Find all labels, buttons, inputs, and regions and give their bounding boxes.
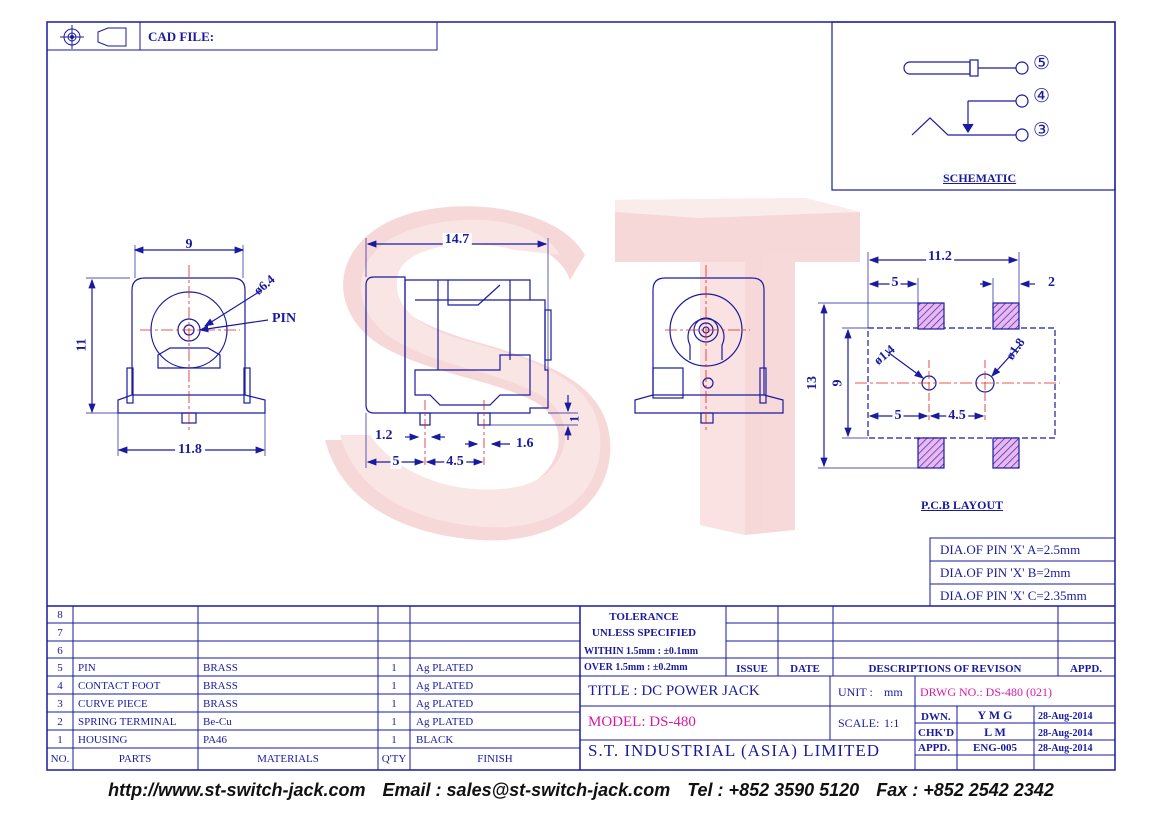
pcb-right-offset: 2 (1048, 275, 1055, 290)
front-width-bottom: 11.8 (175, 443, 205, 457)
pcb-left-offset: 5 (889, 275, 901, 290)
bom-cell-finish: Ag PLATED (416, 662, 474, 674)
sheet-border (46, 21, 1116, 771)
unit-value: mm (884, 685, 903, 699)
revision-desc: DESCRIPTIONS OF REVISON (868, 663, 1022, 675)
pin-dia-a: DIA.OF PIN 'X' A=2.5mm (940, 542, 1081, 557)
bom-cell-no: 8 (57, 609, 63, 621)
company-name: S.T. INDUSTRIAL (ASIA) LIMITED (588, 741, 881, 760)
unit-label: UNIT : (838, 685, 873, 699)
bom-header-finish: FINISH (477, 753, 513, 765)
bom-header-qty: Q'TY (381, 753, 407, 765)
pcb-spacing2: 4.5 (946, 408, 968, 423)
rear-view (634, 265, 784, 430)
side-standoff: 1 (566, 415, 582, 423)
bom-cell-no: 7 (57, 627, 63, 639)
scale-label: SCALE: (838, 716, 880, 730)
pcb-label: P.C.B LAYOUT (921, 498, 1004, 512)
bom-cell-no: 3 (57, 698, 63, 710)
side-pin-width: 1.2 (375, 428, 393, 443)
bom-cell-part: PIN (78, 662, 96, 674)
footer-contact: http://www.st-switch-jack.com Email : sa… (0, 780, 1162, 801)
schematic-pin-5: ⑤ (1033, 53, 1051, 74)
side-length: 14.7 (442, 232, 472, 247)
appd-date: 28-Aug-2014 (1038, 743, 1093, 754)
bom-cell-finish: Ag PLATED (416, 698, 474, 710)
bom-cell-qty: 1 (391, 716, 397, 728)
footer-fax: Fax : +852 2542 2342 (876, 780, 1054, 800)
pcb-width: 11.2 (926, 249, 954, 264)
dwn-label: DWN. (921, 711, 951, 723)
bom-header-no: NO. (50, 753, 70, 765)
appd-value: ENG-005 (973, 742, 1017, 754)
bom-cell-no: 4 (57, 680, 63, 692)
chk-label: CHK'D (918, 727, 955, 739)
bom-cell-qty: 1 (391, 662, 397, 674)
title-text: TITLE : DC POWER JACK (588, 683, 760, 699)
bom-cell-part: CONTACT FOOT (78, 680, 161, 692)
footer-tel: Tel : +852 3590 5120 (687, 780, 860, 800)
bom-cell-part: HOUSING (78, 734, 128, 746)
bom-cell-material: BRASS (203, 662, 238, 674)
model-text: MODEL: DS-480 (588, 714, 696, 730)
bom-cell-finish: Ag PLATED (416, 716, 474, 728)
footer-web-link[interactable]: http://www.st-switch-jack.com (108, 780, 366, 800)
tolerance-line1: WITHIN 1.5mm : ±0.1mm (584, 646, 699, 657)
tolerance-line2: OVER 1.5mm : ±0.2mm (584, 662, 688, 673)
bom-header-parts: PARTS (118, 753, 152, 765)
side-pos2: 4.5 (444, 454, 466, 469)
bom-cell-qty: 1 (391, 698, 397, 710)
side-pos1: 5 (390, 454, 402, 469)
dwn-date: 28-Aug-2014 (1038, 711, 1093, 722)
pin-dia-b: DIA.OF PIN 'X' B=2mm (940, 565, 1071, 580)
tolerance-title: TOLERANCE (609, 611, 679, 623)
bom-cell-qty: 1 (391, 734, 397, 746)
bom-cell-material: BRASS (203, 698, 238, 710)
bom-cell-no: 6 (57, 645, 63, 657)
tolerance-subtitle: UNLESS SPECIFIED (591, 627, 697, 639)
bom-cell-qty: 1 (391, 680, 397, 692)
chk-value: L M (984, 725, 1006, 739)
schematic-pin-4: ④ (1033, 86, 1051, 107)
revision-date: DATE (790, 663, 820, 675)
chk-date: 28-Aug-2014 (1038, 728, 1093, 739)
bom-cell-part: CURVE PIECE (78, 698, 148, 710)
revision-issue: ISSUE (736, 663, 768, 675)
bom-table-lines (47, 605, 1115, 770)
cad-file-label: CAD FILE: (148, 29, 215, 44)
front-height: 11 (74, 338, 90, 352)
bom-cell-no: 1 (57, 734, 63, 746)
front-pin-label: PIN (272, 311, 297, 326)
cad-header (46, 21, 438, 51)
front-width-top: 9 (185, 237, 193, 252)
bom-header-materials: MATERIALS (257, 753, 319, 765)
pcb-outer-height: 13 (805, 376, 820, 390)
pcb-layout (818, 252, 1060, 469)
schematic-diagram (831, 21, 1116, 191)
front-view (86, 245, 269, 456)
side-pin-gap: 1.6 (516, 436, 534, 451)
schematic-label: SCHEMATIC (943, 171, 1017, 185)
pcb-inner-height: 9 (830, 379, 846, 387)
revision-appd: APPD. (1069, 663, 1103, 675)
pcb-spacing1: 5 (892, 408, 904, 423)
bom-cell-material: Be-Cu (203, 716, 232, 728)
bom-cell-material: PA46 (203, 734, 228, 746)
bom-cell-part: SPRING TERMINAL (78, 716, 177, 728)
bom-cell-no: 5 (57, 662, 63, 674)
dwn-value: Y M G (977, 708, 1013, 722)
bom-cell-finish: Ag PLATED (416, 680, 474, 692)
pin-dia-c: DIA.OF PIN 'X' C=2.35mm (940, 588, 1087, 603)
footer-email[interactable]: Email : sales@st-switch-jack.com (382, 780, 671, 800)
drawing-number: DRWG NO.: DS-480 (021) (920, 685, 1052, 699)
scale-value: 1:1 (884, 716, 900, 730)
bom-cell-material: BRASS (203, 680, 238, 692)
appd-label: APPD. (918, 742, 951, 754)
bom-cell-no: 2 (57, 716, 63, 728)
bom-cell-finish: BLACK (416, 734, 454, 746)
schematic-pin-3: ③ (1033, 120, 1051, 141)
